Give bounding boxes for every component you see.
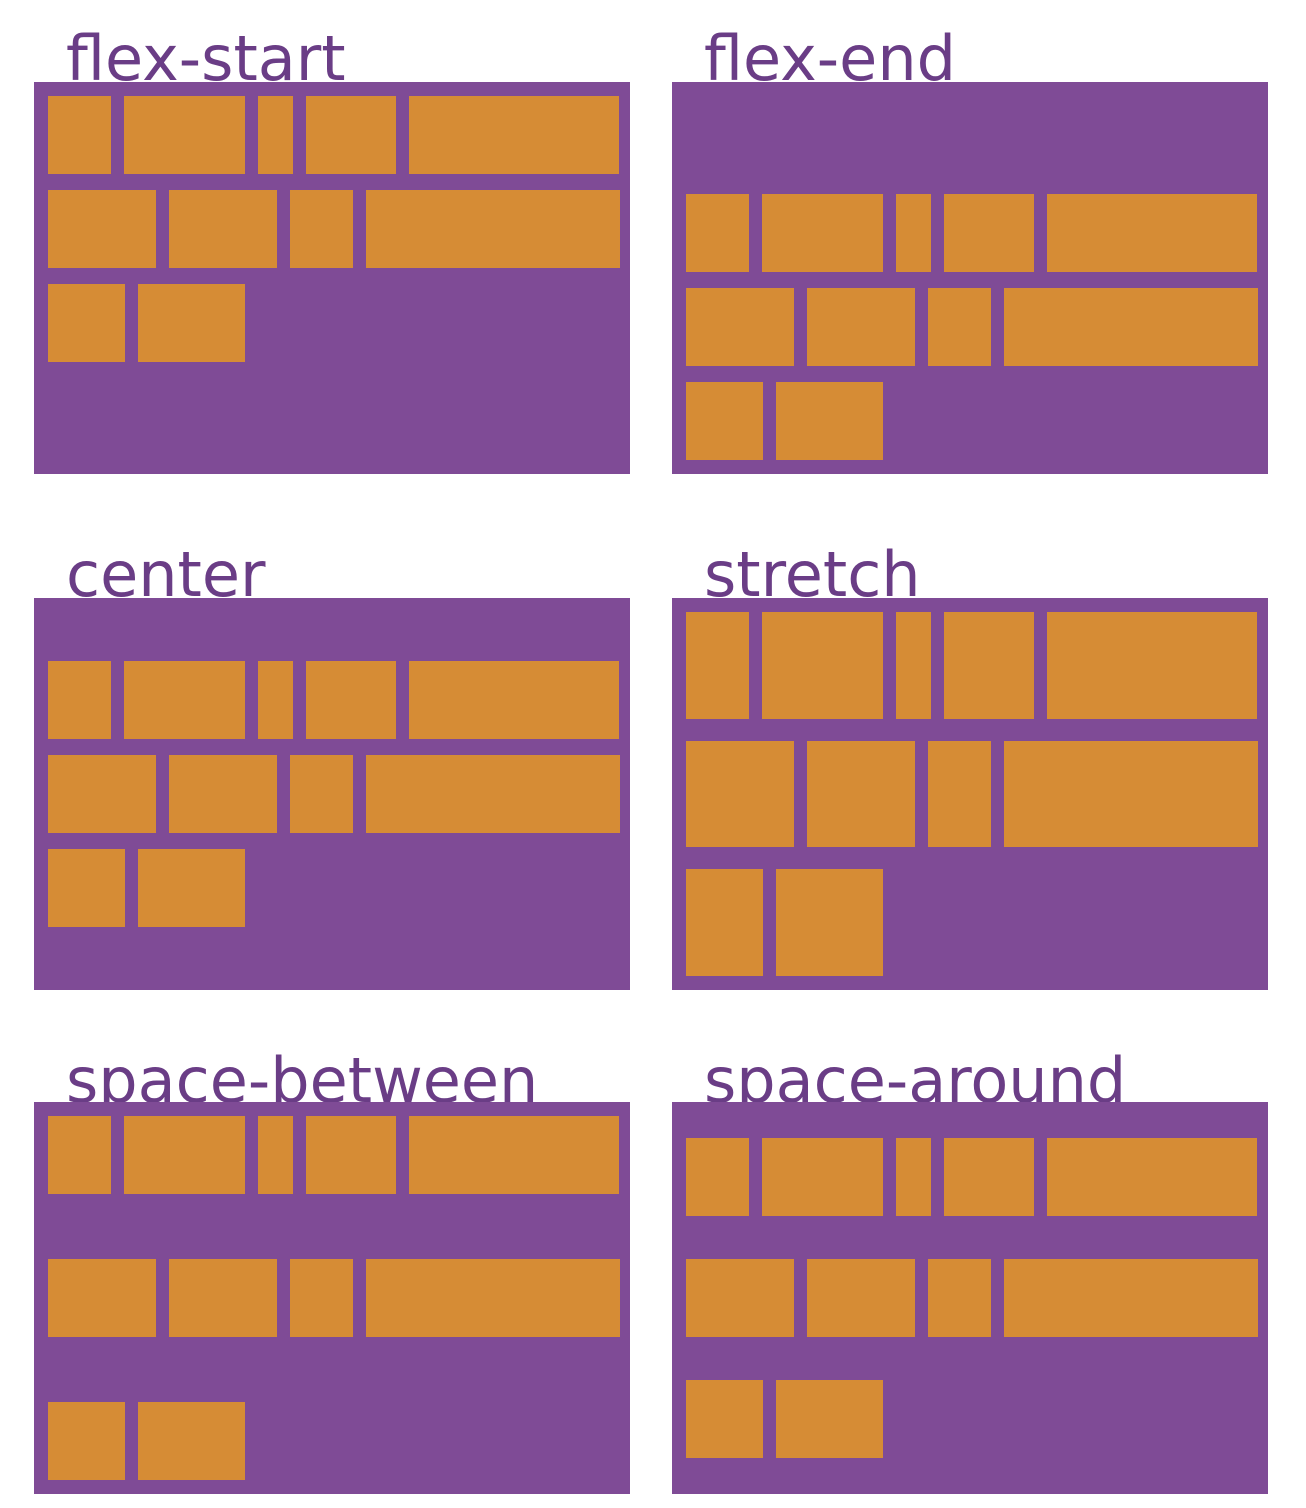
flex-item — [944, 194, 1034, 272]
flex-item — [366, 755, 620, 833]
flex-item — [258, 96, 293, 174]
flex-container — [34, 82, 630, 474]
panel-label: space-around — [704, 1044, 1127, 1117]
flex-item — [48, 849, 125, 927]
flex-item — [409, 661, 619, 739]
flex-item — [409, 1116, 619, 1194]
flex-container — [672, 82, 1268, 474]
flex-item — [686, 1380, 763, 1459]
flex-item — [686, 740, 794, 848]
flex-item — [366, 1259, 620, 1337]
flex-item — [124, 661, 245, 739]
panel-label: center — [66, 538, 266, 611]
flex-item — [1047, 1137, 1257, 1216]
flex-item — [686, 612, 749, 719]
flex-item — [290, 755, 353, 833]
flex-item — [48, 96, 111, 174]
flex-item — [306, 1116, 396, 1194]
flex-item — [138, 284, 245, 362]
flex-item — [48, 284, 125, 362]
panel-label: stretch — [704, 538, 921, 611]
flex-item — [48, 190, 156, 268]
flex-item — [944, 612, 1034, 719]
flex-item — [928, 1259, 991, 1337]
flex-item — [306, 661, 396, 739]
flex-item — [124, 96, 245, 174]
flex-item — [807, 740, 915, 848]
flex-item — [409, 96, 619, 174]
flex-item — [48, 755, 156, 833]
flex-item — [686, 1137, 749, 1216]
flex-item — [807, 288, 915, 366]
flex-item — [944, 1137, 1034, 1216]
flex-item — [169, 1259, 277, 1337]
flex-item — [896, 1137, 931, 1216]
flex-item — [807, 1259, 915, 1337]
flex-item — [258, 1116, 293, 1194]
flex-item — [124, 1116, 245, 1194]
panel-label: flex-start — [66, 22, 346, 95]
flex-item — [138, 849, 245, 927]
flex-item — [776, 382, 883, 460]
flex-item — [290, 190, 353, 268]
flex-item — [762, 1137, 883, 1216]
flex-item — [306, 96, 396, 174]
flex-item — [896, 194, 931, 272]
flex-item — [1004, 740, 1258, 848]
flex-item — [290, 1259, 353, 1337]
flex-item — [776, 869, 883, 976]
flex-container — [34, 598, 630, 990]
flex-item — [258, 661, 293, 739]
flex-item — [366, 190, 620, 268]
flex-item — [776, 1380, 883, 1459]
flex-item — [762, 194, 883, 272]
flex-item — [686, 869, 763, 976]
flex-item — [169, 755, 277, 833]
flex-item — [896, 612, 931, 719]
flex-item — [48, 1116, 111, 1194]
flex-item — [686, 194, 749, 272]
panel-label: flex-end — [704, 22, 956, 95]
flex-item — [686, 382, 763, 460]
flex-item — [928, 288, 991, 366]
flex-container — [34, 1102, 630, 1494]
flex-item — [1004, 1259, 1258, 1337]
flex-item — [1004, 288, 1258, 366]
panel-label: space-between — [66, 1044, 539, 1117]
flex-container — [672, 1102, 1268, 1494]
flex-item — [928, 740, 991, 848]
flex-item — [1047, 194, 1257, 272]
flex-item — [169, 190, 277, 268]
flex-item — [138, 1402, 245, 1480]
flex-item — [48, 1259, 156, 1337]
flex-item — [1047, 612, 1257, 719]
flex-item — [686, 1259, 794, 1337]
flex-item — [48, 1402, 125, 1480]
flex-item — [762, 612, 883, 719]
flex-item — [686, 288, 794, 366]
flex-item — [48, 661, 111, 739]
flex-container — [672, 598, 1268, 990]
